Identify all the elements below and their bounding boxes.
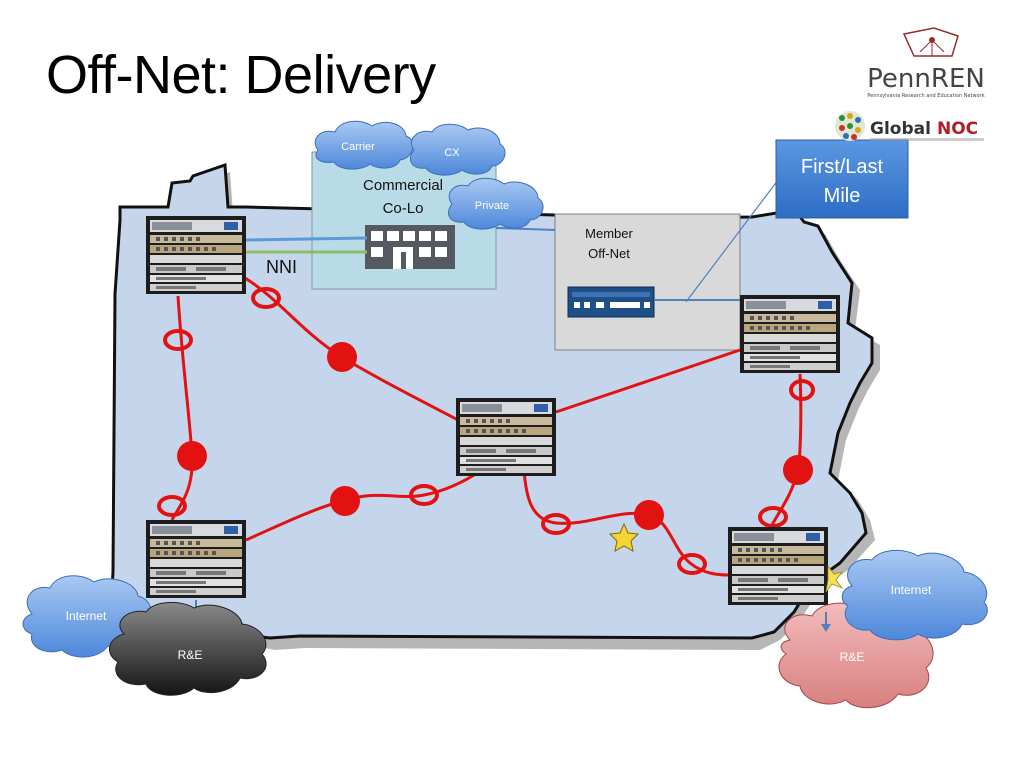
slide-title: Off-Net: Delivery (46, 45, 436, 105)
first-last-mile-callout (775, 139, 909, 219)
link-central-northeast (555, 348, 741, 414)
connection-spark-icon (825, 564, 844, 593)
router-central (456, 398, 556, 476)
ring-marker-1 (251, 287, 281, 309)
pennren-wordmark: PennREN (867, 64, 985, 94)
node-dot-4 (634, 500, 664, 530)
member-offnet-box (554, 213, 741, 351)
link-southwest-central (245, 468, 483, 542)
nni-label: NNI (266, 257, 297, 277)
ring-marker-3 (157, 495, 187, 517)
ring-marker-5 (541, 513, 571, 535)
callout-line1: First/Last (801, 156, 884, 178)
router-southwest (146, 520, 246, 598)
callout-line2: Mile (824, 185, 861, 207)
router-northwest (146, 216, 246, 294)
callout-pointer (685, 179, 779, 303)
ring-marker-7 (789, 379, 815, 401)
colo-to-member-line (495, 227, 557, 231)
ring-marker-8 (758, 506, 788, 528)
member-switch-icon (567, 286, 655, 318)
internet-west-label: Internet (66, 609, 107, 623)
globalnoc-logo: Global NOC (835, 111, 984, 141)
cx-cloud-label: CX (444, 147, 460, 159)
re-cloud-west: R&E (109, 602, 267, 696)
router-northeast (740, 295, 840, 373)
star-icon (608, 522, 640, 552)
pennren-logo: PennREN Pennsylvania Research and Educat… (867, 27, 985, 99)
globalnoc-globe-icon (835, 111, 865, 141)
node-dot-5 (783, 455, 813, 485)
internet-cloud-east: Internet (841, 550, 988, 641)
node-dot-2 (177, 441, 207, 471)
member-offnet-line2: Off-Net (588, 246, 630, 261)
member-offnet-line1: Member (585, 226, 633, 241)
cx-cloud: CX (410, 123, 506, 176)
globalnoc-wordmark-noc: NOC (937, 119, 978, 139)
re-west-label: R&E (178, 648, 203, 662)
ring-marker-2 (163, 329, 193, 351)
ring-marker-6 (677, 553, 707, 575)
ring-markers (157, 287, 815, 575)
building-icon (365, 225, 455, 269)
ring-marker-4 (409, 484, 439, 506)
pennren-keystone-icon (902, 27, 959, 57)
router-southeast (728, 527, 828, 605)
private-cloud: Private (448, 177, 544, 230)
colo-title-line1: Commercial (363, 177, 443, 194)
pennren-tagline: Pennsylvania Research and Education Netw… (867, 93, 984, 99)
globalnoc-wordmark-global: Global (870, 119, 931, 139)
internet-east-label: Internet (891, 583, 932, 597)
nni-line-blue (245, 236, 368, 242)
node-dot-3 (330, 486, 360, 516)
re-east-label: R&E (840, 650, 865, 664)
carrier-cloud: Carrier (314, 120, 414, 170)
node-dot-1 (327, 342, 357, 372)
private-cloud-label: Private (475, 200, 509, 212)
colo-title-line2: Co-Lo (383, 200, 424, 217)
backbone-nodes (177, 342, 813, 530)
carrier-cloud-label: Carrier (341, 141, 375, 153)
